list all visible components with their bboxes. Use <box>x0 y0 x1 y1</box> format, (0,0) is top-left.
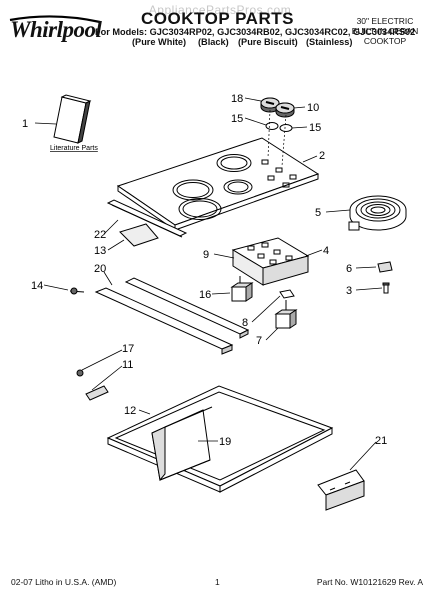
page-number: 1 <box>215 577 220 587</box>
model-number: GJC3034RC02, <box>285 27 351 37</box>
screw-part <box>69 287 85 295</box>
page-title: COOKTOP PARTS <box>141 9 294 28</box>
infinite-switch-part <box>230 276 254 302</box>
clip-part <box>279 289 295 299</box>
callout-3: 3 <box>346 285 352 297</box>
callout-12: 12 <box>124 405 136 417</box>
heat-shield-part <box>151 406 213 482</box>
product-line-1: 30" ELECTRIC <box>356 16 414 26</box>
model-number: GJC3034RS02 <box>352 27 416 37</box>
radiant-element-part <box>348 195 407 231</box>
terminal-block-part <box>85 385 109 401</box>
support-rail-part <box>94 277 250 355</box>
callout-15: 15 <box>231 113 243 125</box>
callout-20: 20 <box>94 263 106 275</box>
finish-label: (Stainless) <box>306 37 353 47</box>
models-line: For Models: GJC3034RP02, GJC3034RB02, GJ… <box>95 27 415 37</box>
callout-11: 11 <box>122 359 133 371</box>
callout-16: 16 <box>199 289 211 301</box>
callout-18: 18 <box>231 93 243 105</box>
literature-booklet-part <box>53 94 92 144</box>
callout-22: 22 <box>94 229 106 241</box>
knob-bezel-part <box>265 122 279 130</box>
part-number: Part No. W10121629 Rev. A <box>316 577 423 587</box>
callout-19: 19 <box>219 436 231 448</box>
screw-part <box>382 282 390 294</box>
infinite-switch-part <box>274 300 298 329</box>
terminal-part <box>76 369 84 377</box>
brand-name: Whirlpool <box>10 17 102 42</box>
callout-21: 21 <box>375 435 387 447</box>
model-number: GJC3034RB02, <box>217 27 283 37</box>
callout-7: 7 <box>256 335 262 347</box>
callout-2: 2 <box>319 150 325 162</box>
bracket-part <box>119 223 159 247</box>
callout-10: 10 <box>307 102 319 114</box>
mounting-bracket-part <box>377 261 393 273</box>
footer-litho: 02-07 Litho in U.S.A. (AMD) <box>11 577 117 587</box>
callout-4: 4 <box>323 245 329 257</box>
finish-label: (Pure Biscuit) <box>238 37 298 47</box>
control-box-part <box>231 237 310 286</box>
control-knob-part <box>275 102 295 118</box>
finish-label: (Pure White) <box>132 37 187 47</box>
callout-9: 9 <box>203 249 209 261</box>
watermark: AppliancePartsPros.com <box>148 3 292 17</box>
product-line-3: COOKTOP <box>363 36 407 46</box>
control-knob-part <box>260 97 280 113</box>
callout-1: 1 <box>22 118 28 130</box>
callout-6: 6 <box>346 263 352 275</box>
models-prefix: For Models: <box>95 27 148 37</box>
callout-8: 8 <box>242 317 248 329</box>
callout-17: 17 <box>122 343 134 355</box>
product-line-2: BUILT-IN CERAN <box>351 26 419 36</box>
callout-13: 13 <box>94 245 106 257</box>
callout-15: 15 <box>309 122 321 134</box>
finish-label: (Black) <box>198 37 229 47</box>
knob-bezel-part <box>279 124 293 132</box>
whirlpool-logo: Whirlpool <box>4 14 104 44</box>
product-description: 30" ELECTRIC BUILT-IN CERAN COOKTOP <box>345 16 425 46</box>
callout-5: 5 <box>315 207 321 219</box>
side-bracket-part <box>317 469 365 511</box>
literature-parts-label: Literature Parts <box>50 145 98 152</box>
model-number: GJC3034RP02, <box>149 27 215 37</box>
callout-14: 14 <box>31 280 43 292</box>
logo-swoosh-icon <box>9 15 101 24</box>
glass-cooktop-part <box>116 137 320 231</box>
